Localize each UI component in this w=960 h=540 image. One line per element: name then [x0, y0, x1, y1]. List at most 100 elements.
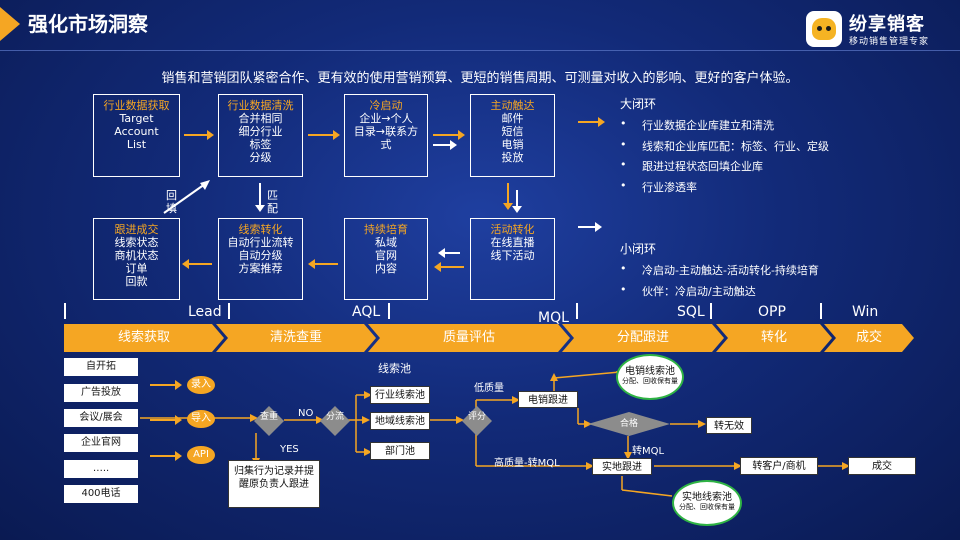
- flow-box-line: Target: [119, 112, 154, 125]
- to-mql-label: 转MQL: [632, 446, 665, 457]
- big-loop-item: 线索和企业库匹配：标签、行业、定级: [620, 138, 829, 154]
- qualified-decision: 合格: [588, 412, 670, 436]
- big-loop-item: 行业渗透率: [620, 179, 697, 195]
- backfill-label: 回填: [166, 189, 177, 215]
- stage-marker-mql: MQL: [538, 310, 569, 326]
- arrow-right-icon: [308, 130, 340, 140]
- pool-industry: 行业线索池: [370, 386, 430, 404]
- split-decision: 分流: [320, 406, 350, 436]
- flow-box-line: 私域: [375, 236, 397, 249]
- arrow-left-icon: [434, 262, 464, 272]
- arrow-right-icon: [150, 415, 182, 425]
- big-loop-item: 行业数据企业库建立和清洗: [620, 117, 774, 133]
- flow-box-line: 自动行业流转: [227, 236, 294, 249]
- flow-box-event-conversion: 活动转化 在线直播 线下活动: [470, 218, 555, 300]
- arrow-left-icon: [182, 259, 212, 269]
- stage-marker-win: Win: [852, 304, 879, 320]
- pool-department: 部门池: [370, 442, 430, 460]
- source-other: …..: [64, 460, 138, 478]
- flow-box-title: 跟进成交: [114, 223, 159, 236]
- arrow-right-icon: [578, 222, 602, 232]
- source-ads: 广告投放: [64, 384, 138, 402]
- flow-box-data-cleaning: 行业数据清洗 合并相同 细分行业 标签 分级: [218, 94, 303, 177]
- source-website: 企业官网: [64, 434, 138, 452]
- small-loop-item: 伙伴：冷启动/主动触达: [620, 283, 756, 299]
- flow-box-line: 目录→联系方: [353, 125, 419, 138]
- title-divider: [0, 50, 960, 51]
- big-loop-item: 跟进过程状态回填企业库: [620, 158, 763, 174]
- flow-box-line: 自动分级: [238, 249, 283, 262]
- flow-box-line: 线下活动: [490, 249, 535, 262]
- arrow-right-icon: [433, 140, 457, 150]
- field-lead-pool: 实地线索池 分配、回收保有量: [672, 480, 742, 526]
- flow-box-industry-data: 行业数据获取 Target Account List: [93, 94, 180, 177]
- phone-follow-box: 电销跟进: [518, 391, 578, 408]
- flow-box-title: 行业数据获取: [103, 99, 170, 112]
- dedupe-decision: 查重: [254, 406, 284, 436]
- flow-box-follow-deal: 跟进成交 线索状态 商机状态 订单 回款: [93, 218, 180, 300]
- field-pool-sub: 分配、回收保有量: [679, 503, 735, 511]
- stage-marker-lead: Lead: [188, 304, 222, 320]
- input-api: API: [187, 446, 215, 464]
- yes-action-box: 归集行为记录并提醒原负责人跟进: [228, 460, 320, 508]
- stage-tick: [576, 303, 578, 319]
- stage-marker-sql: SQL: [677, 304, 705, 320]
- to-customer-box: 转客户/商机: [740, 457, 818, 475]
- deal-box: 成交: [848, 457, 916, 475]
- arrow-right-icon: [184, 130, 214, 140]
- flow-box-title: 冷启动: [369, 99, 403, 112]
- input-manual: 录入: [187, 376, 215, 394]
- input-import: 导入: [187, 410, 215, 428]
- stage-chevron-dedupe: 清洗查重: [216, 324, 376, 352]
- brand-tagline: 移动销售管理专家: [849, 37, 930, 47]
- high-quality-label: 高质量-转MQL: [494, 458, 560, 469]
- phone-lead-pool: 电销线索池 分配、回收保有量: [616, 354, 684, 400]
- field-pool-title: 实地线索池: [682, 492, 732, 503]
- arrow-down-icon: [503, 183, 513, 210]
- arrow-down-icon: [512, 190, 522, 213]
- stage-marker-aql: AQL: [352, 304, 381, 320]
- flow-box-line: 内容: [375, 262, 397, 275]
- pool-title: 线索池: [378, 362, 411, 375]
- arrow-right-icon: [150, 451, 182, 461]
- stage-tick: [228, 303, 230, 319]
- dedupe-label: 查重: [259, 412, 278, 422]
- yes-label: YES: [280, 444, 299, 455]
- page-title: 强化市场洞察: [28, 12, 148, 36]
- assess-decision: 评分: [462, 406, 492, 436]
- split-label: 分流: [325, 412, 344, 422]
- bee-face-icon: [812, 18, 836, 40]
- flow-box-line: 式: [380, 138, 392, 151]
- brand-name: 纷享销客: [849, 14, 925, 35]
- phone-pool-title: 电销线索池: [625, 366, 675, 377]
- flow-box-line: 邮件: [501, 112, 524, 125]
- flow-box-line: 电销: [501, 138, 524, 151]
- title-marker-icon: [0, 7, 20, 41]
- small-loop-title: 小闭环: [620, 242, 657, 256]
- arrow-down-icon: [255, 183, 265, 212]
- flow-box-active-reach: 主动触达 邮件 短信 电销 投放: [470, 94, 555, 177]
- flow-box-title: 线索转化: [238, 223, 283, 236]
- flow-box-title: 持续培育: [364, 223, 408, 236]
- brand-logo-icon: [806, 11, 842, 47]
- arrow-left-icon: [308, 259, 338, 269]
- no-label: NO: [298, 408, 314, 419]
- flow-box-line: List: [126, 138, 147, 151]
- stage-marker-opp: OPP: [758, 304, 786, 320]
- bee-eye-icon: [826, 26, 831, 31]
- phone-pool-sub: 分配、回收保有量: [622, 377, 678, 385]
- flow-box-line: 官网: [375, 249, 397, 262]
- flow-box-title: 活动转化: [490, 223, 535, 236]
- stage-tick: [710, 303, 712, 319]
- flow-box-line: 细分行业: [238, 125, 283, 138]
- bee-eye-icon: [817, 26, 822, 31]
- flow-box-line: 在线直播: [490, 236, 535, 249]
- small-loop-item: 冷启动-主动触达-活动转化-持续培育: [620, 262, 819, 278]
- flow-box-line: 标签: [249, 138, 272, 151]
- flow-box-line: 合并相同: [238, 112, 283, 125]
- flow-box-title: 行业数据清洗: [227, 99, 294, 112]
- flow-box-line: 回款: [125, 275, 148, 288]
- arrow-right-icon: [433, 130, 465, 140]
- assess-label: 评分: [467, 412, 486, 422]
